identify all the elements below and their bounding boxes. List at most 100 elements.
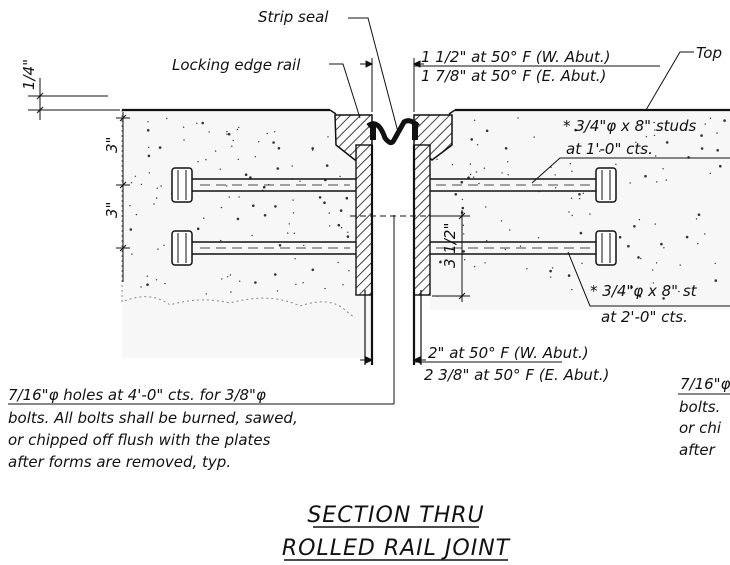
aggregate-dot xyxy=(276,167,280,170)
aggregate-dot xyxy=(140,286,142,288)
concrete-right xyxy=(430,110,730,310)
stud-upper-left xyxy=(171,167,356,203)
aggregate-dot xyxy=(329,225,331,227)
aggregate-dot xyxy=(163,244,165,246)
aggregate-dot xyxy=(220,206,223,209)
aggregate-dot xyxy=(263,214,267,217)
note-right-line-1: 7/16"φ xyxy=(680,375,730,393)
seal-lock-right xyxy=(412,122,418,140)
title-line-1: SECTION THRU xyxy=(307,503,484,528)
aggregate-dot xyxy=(486,240,488,242)
aggregate-dot xyxy=(501,172,503,174)
aggregate-dot xyxy=(500,220,503,222)
aggregate-dot xyxy=(567,274,571,277)
aggregate-dot xyxy=(292,199,294,201)
aggregate-dot xyxy=(454,193,458,196)
studs-lower-leader xyxy=(567,251,730,307)
aggregate-dot xyxy=(618,235,622,239)
aggregate-dot xyxy=(203,217,205,219)
aggregate-dot xyxy=(302,282,304,284)
dim-3in-lower: 3" xyxy=(103,202,121,218)
aggregate-dot xyxy=(581,262,583,264)
aggregate-dot xyxy=(196,122,198,125)
aggregate-dot xyxy=(678,290,680,293)
aggregate-dot xyxy=(288,223,290,225)
aggregate-dot xyxy=(236,128,239,131)
aggregate-dot xyxy=(709,172,711,174)
title-line-2: ROLLED RAIL JOINT xyxy=(282,536,511,561)
aggregate-dot xyxy=(140,183,143,186)
aggregate-dot xyxy=(483,167,486,169)
aggregate-dot xyxy=(236,217,240,221)
aggregate-dot xyxy=(439,260,442,264)
aggregate-dot xyxy=(182,126,185,128)
note-right-line-4: after xyxy=(679,441,716,459)
aggregate-dot xyxy=(166,117,168,120)
aggregate-dot xyxy=(460,180,464,184)
aggregate-dot xyxy=(254,156,256,158)
aggregate-dot xyxy=(239,280,241,282)
aggregate-dot xyxy=(348,270,350,272)
aggregate-dot xyxy=(345,196,349,200)
aggregate-dot xyxy=(663,247,665,249)
aggregate-dot xyxy=(630,285,633,289)
strip-seal-label: Strip seal xyxy=(258,8,329,26)
aggregate-dot xyxy=(312,149,314,151)
aggregate-dot xyxy=(599,150,601,152)
aggregate-dot xyxy=(324,287,326,290)
aggregate-dot xyxy=(229,274,232,276)
aggregate-dot xyxy=(196,227,200,231)
aggregate-dot xyxy=(147,154,151,158)
studs-upper-label-1: * 3/4"φ x 8" studs xyxy=(563,117,697,135)
aggregate-dot xyxy=(337,223,341,227)
aggregate-dot xyxy=(665,179,667,181)
aggregate-dot xyxy=(346,235,350,238)
aggregate-dot xyxy=(644,174,647,178)
aggregate-dot xyxy=(226,185,228,187)
aggregate-dot xyxy=(571,170,573,172)
gap-bot-e-label: 2 3/8" at 50° F (E. Abut.) xyxy=(424,366,609,384)
aggregate-dot xyxy=(469,163,472,165)
aggregate-dot xyxy=(697,243,699,245)
aggregate-dot xyxy=(251,234,253,237)
aggregate-dot xyxy=(569,163,572,165)
aggregate-dot xyxy=(208,131,210,133)
aggregate-dot xyxy=(221,278,223,280)
aggregate-dot xyxy=(130,182,133,184)
aggregate-dot xyxy=(146,275,148,277)
aggregate-dot xyxy=(549,269,552,273)
aggregate-dot xyxy=(579,231,583,235)
aggregate-dot xyxy=(228,196,230,198)
aggregate-dot xyxy=(633,225,636,228)
locking-edge-rail-label: Locking edge rail xyxy=(172,56,301,74)
aggregate-dot xyxy=(295,283,297,286)
aggregate-dot xyxy=(578,197,581,200)
studs-lower-label-2: at 2'-0" cts. xyxy=(601,308,688,326)
aggregate-dot xyxy=(238,196,240,198)
aggregate-dot xyxy=(323,201,326,204)
aggregate-dot xyxy=(226,130,228,133)
aggregate-dot xyxy=(714,262,716,265)
aggregate-dot xyxy=(158,146,162,149)
aggregate-dot xyxy=(655,262,658,264)
plate-right xyxy=(413,144,431,296)
aggregate-dot xyxy=(328,212,330,214)
aggregate-dot xyxy=(337,261,339,264)
aggregate-dot xyxy=(146,129,150,132)
aggregate-dot xyxy=(340,227,343,229)
aggregate-dot xyxy=(665,141,669,144)
aggregate-dot xyxy=(461,198,464,201)
note-left-line-4: after forms are removed, typ. xyxy=(8,453,231,471)
aggregate-dot xyxy=(134,175,136,177)
aggregate-dot xyxy=(227,276,229,278)
aggregate-dot xyxy=(230,291,232,293)
aggregate-dot xyxy=(507,161,509,163)
stud-lower-left xyxy=(171,230,356,266)
aggregate-dot xyxy=(662,168,664,170)
aggregate-dot xyxy=(342,284,344,286)
aggregate-dot xyxy=(291,165,293,167)
aggregate-dot xyxy=(568,211,570,213)
aggregate-dot xyxy=(578,193,581,196)
aggregate-dot xyxy=(135,213,138,216)
